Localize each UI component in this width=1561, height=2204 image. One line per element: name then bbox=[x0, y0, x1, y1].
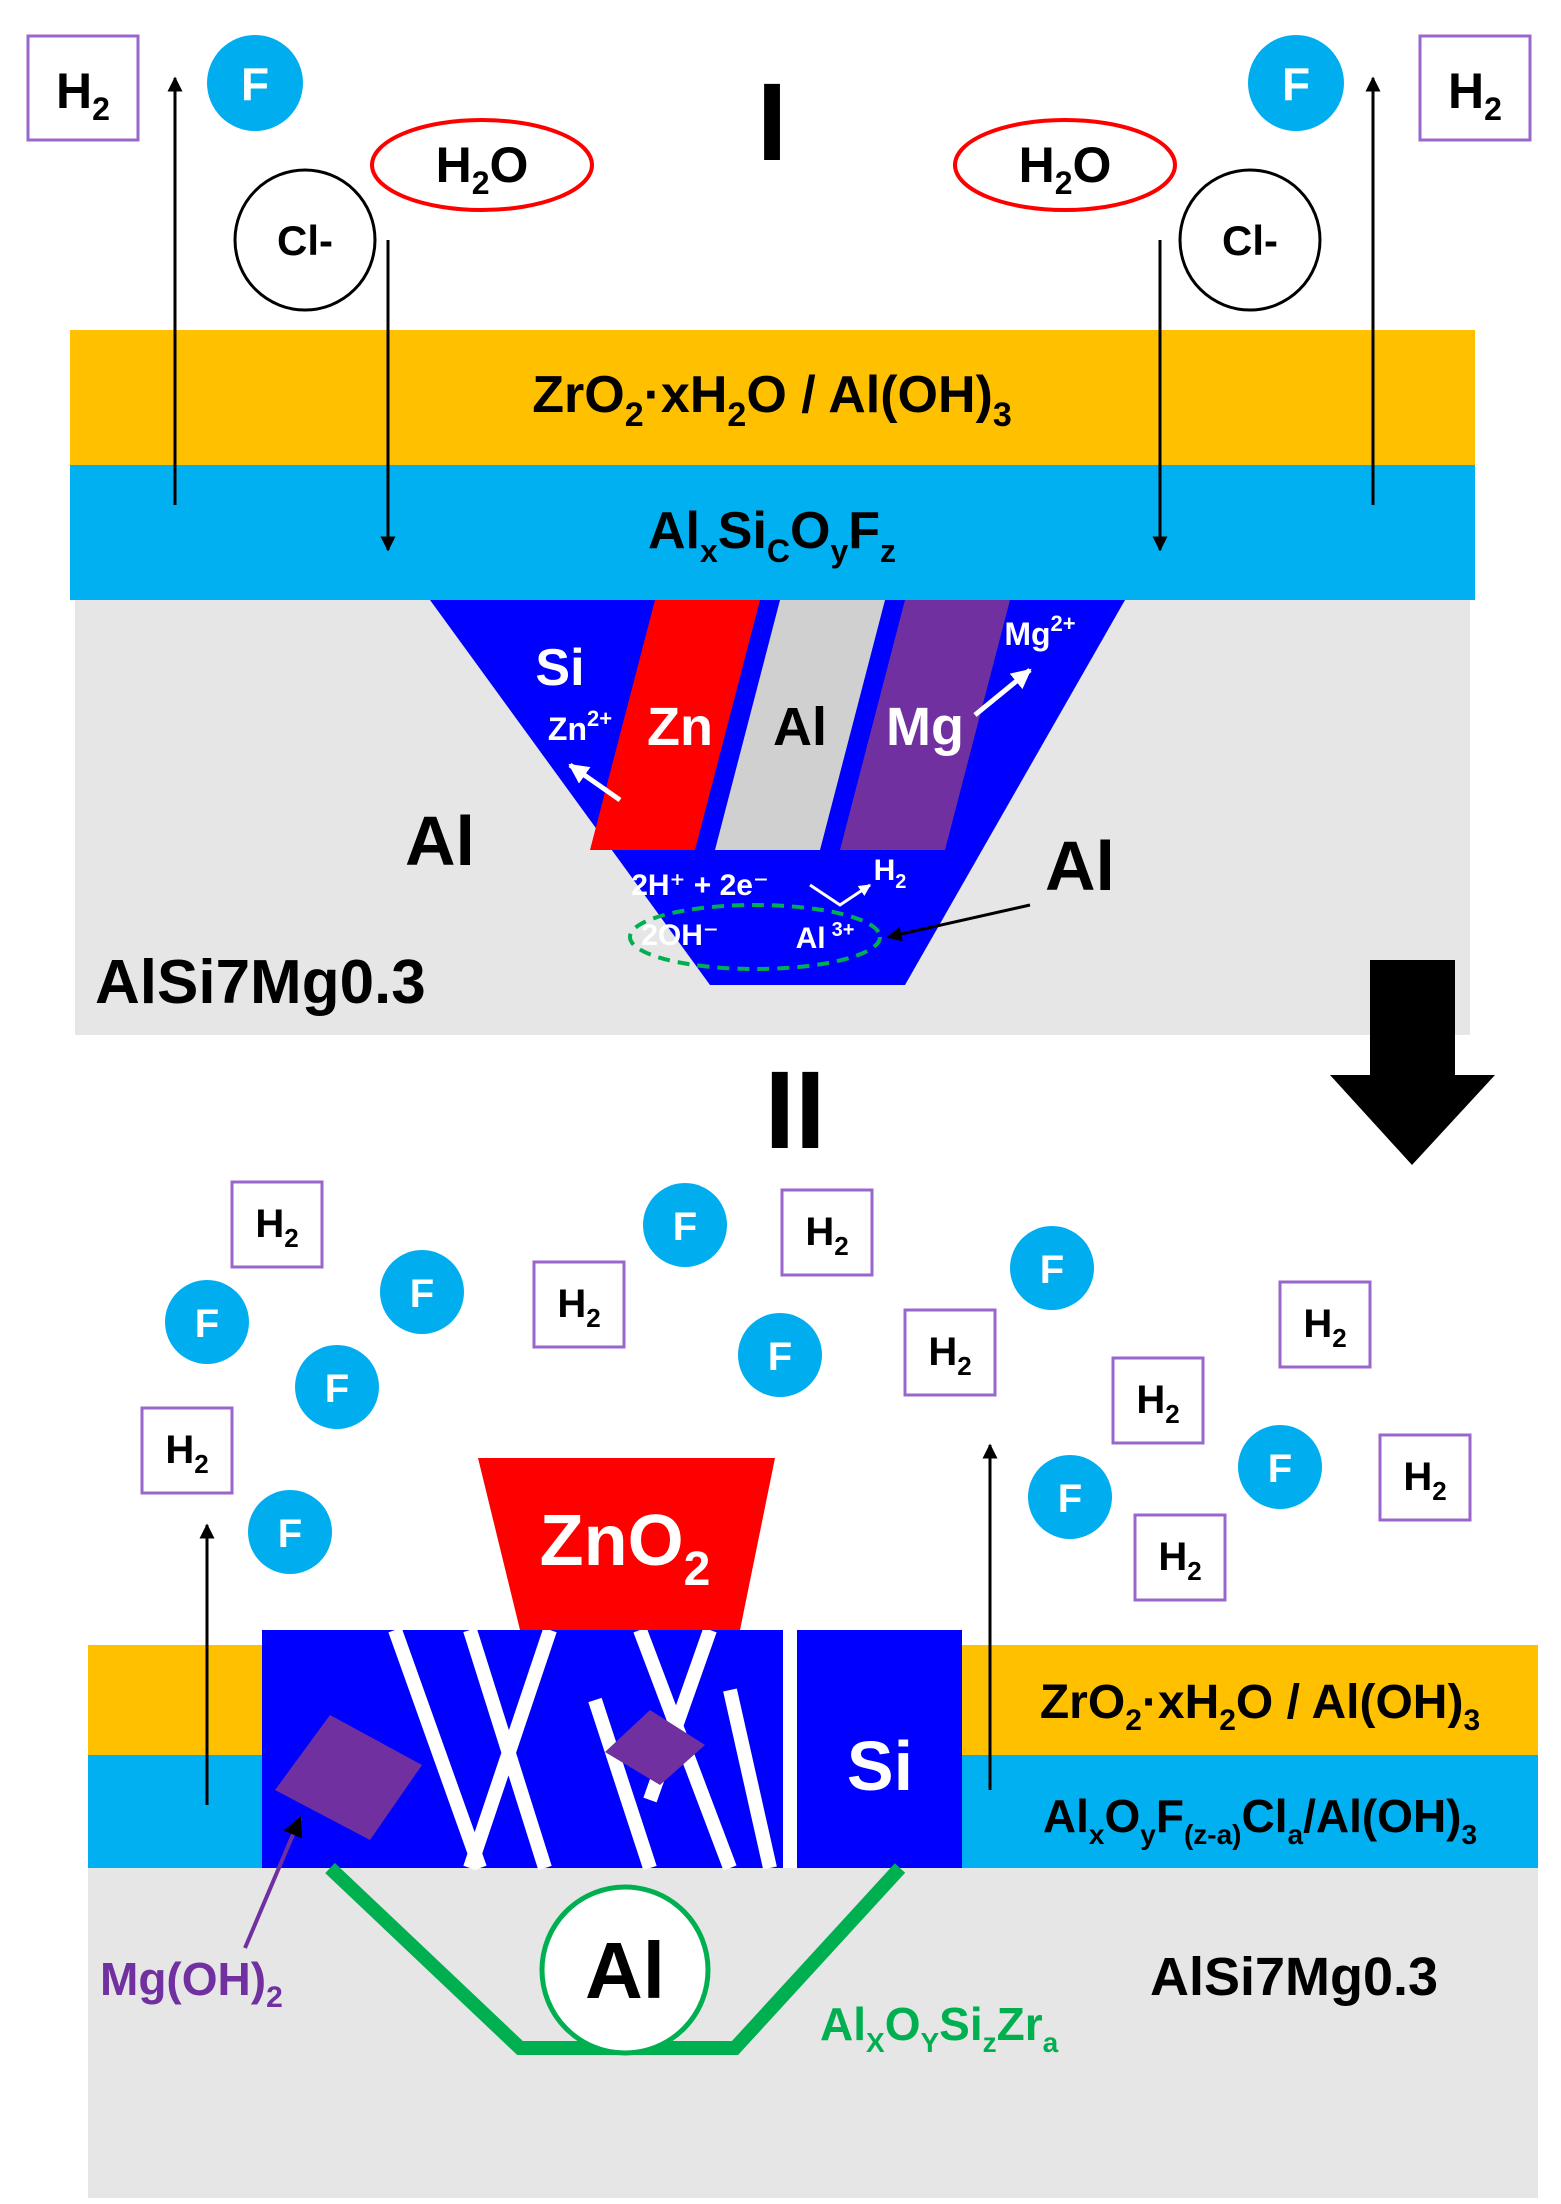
h2-box bbox=[1378, 1433, 1472, 1522]
h2-box bbox=[532, 1260, 626, 1349]
fluoride-ball bbox=[248, 1490, 332, 1574]
chloride-ring-top-left bbox=[233, 168, 377, 312]
fluoride-label: F bbox=[673, 1205, 697, 1249]
zn-phase-stripe bbox=[590, 600, 760, 850]
zn-ion-arrow bbox=[568, 762, 622, 803]
fluoride-ball bbox=[738, 1313, 822, 1397]
h2-label: H2 bbox=[928, 1330, 971, 1381]
h2-box bbox=[1133, 1513, 1227, 1602]
inner-layer-top bbox=[70, 465, 1475, 600]
cathodic-reaction-label: 2H⁺ + 2e⁻ bbox=[631, 869, 769, 902]
zno2-label: ZnO2 bbox=[540, 1501, 711, 1596]
panel-top: ZrO2·xH2O / Al(OH)3 AlxSiCOyFz I H2 H2 F… bbox=[26, 34, 1532, 1035]
fluoride-label: F bbox=[1058, 1477, 1082, 1521]
al-pointer-label: Al bbox=[1045, 827, 1115, 905]
fluoride-ball bbox=[165, 1280, 249, 1364]
chloride-label-top-left: Cl- bbox=[277, 217, 333, 264]
fluoride-ball bbox=[643, 1183, 727, 1267]
zn-label: Zn bbox=[647, 697, 713, 757]
mgoh2-label: Mg(OH)2 bbox=[100, 1953, 283, 2014]
fluoride-ball-top-left bbox=[207, 35, 303, 131]
h2o-ring-top-right bbox=[953, 118, 1177, 212]
fluoride-label: F bbox=[1040, 1248, 1064, 1292]
hydroxide-label: 2OH⁻ bbox=[641, 919, 719, 952]
h2-label: H2 bbox=[1303, 1302, 1346, 1353]
chloride-label-top-right: Cl- bbox=[1222, 217, 1278, 264]
h2-label: H2 bbox=[165, 1428, 208, 1479]
h2-label-top-left: H2 bbox=[56, 63, 110, 127]
h2-label: H2 bbox=[1403, 1455, 1446, 1506]
fluoride-ball bbox=[1238, 1425, 1322, 1509]
h2-box bbox=[1111, 1356, 1205, 1445]
h2o-label-top-right: H2O bbox=[1019, 137, 1112, 201]
zro2-layer-bottom-label: ZrO2·xH2O / Al(OH)3 bbox=[1040, 1676, 1480, 1737]
h2-box-top-right bbox=[1418, 34, 1532, 142]
fluoride-label: F bbox=[325, 1367, 349, 1411]
mg-label: Mg bbox=[886, 697, 964, 757]
si-block-label: Si bbox=[847, 1727, 913, 1805]
h2-label: H2 bbox=[557, 1282, 600, 1333]
h2-label-top-right: H2 bbox=[1448, 63, 1502, 127]
h2-box bbox=[780, 1188, 874, 1277]
alloy-label-top: AlSi7Mg0.3 bbox=[95, 948, 426, 1017]
mgoh2-pointer bbox=[243, 1816, 303, 1949]
fluoride-ball bbox=[1010, 1226, 1094, 1310]
zn-ion-label: Zn2+ bbox=[548, 706, 612, 747]
h2o-ring-top-left bbox=[370, 118, 594, 212]
fluoride-label-top-left: F bbox=[241, 58, 269, 110]
panel-bottom: II ZrO2·xH2O / Al(OH)3 AlxOyF(z-a)Cla/Al… bbox=[88, 1049, 1538, 2198]
mg-phase-stripe bbox=[840, 600, 1010, 850]
zro2-layer-top bbox=[70, 330, 1475, 465]
matrix-al-label: Al bbox=[405, 802, 475, 880]
zno2-particle bbox=[478, 1458, 775, 1630]
h2-label: H2 bbox=[805, 1210, 848, 1261]
fluoride-balls: F F F F F F F F F bbox=[165, 1183, 1322, 1574]
mgoh2-rhombus-right bbox=[605, 1710, 705, 1785]
mg-ion-label: Mg2+ bbox=[1004, 611, 1075, 652]
fluoride-label-top-right: F bbox=[1282, 58, 1310, 110]
fluoride-ball bbox=[1028, 1455, 1112, 1539]
panel-bottom-numeral: II bbox=[764, 1049, 825, 1172]
inner-layer-bottom-label: AlxOyF(z-a)Cla/Al(OH)3 bbox=[1043, 1790, 1477, 1850]
h2-box bbox=[903, 1308, 997, 1397]
h2-label: H2 bbox=[1136, 1378, 1179, 1429]
al-phase-label: Al bbox=[773, 697, 827, 757]
pit-si-label: Si bbox=[535, 639, 584, 697]
h2-box bbox=[1278, 1280, 1372, 1369]
al-core-label: Al bbox=[585, 1926, 665, 2015]
chloride-ring-top-right bbox=[1178, 168, 1322, 312]
fluoride-label: F bbox=[410, 1272, 434, 1316]
al-core-ring bbox=[539, 1884, 711, 2056]
mg-ion-arrow bbox=[973, 668, 1032, 717]
h2-label: H2 bbox=[255, 1202, 298, 1253]
mgoh2-rhombus-left bbox=[275, 1715, 422, 1840]
fluoride-label: F bbox=[278, 1512, 302, 1556]
al-pointer-arrow bbox=[886, 903, 1031, 942]
fluoride-label: F bbox=[768, 1335, 792, 1379]
fluoride-ball-top-right bbox=[1248, 35, 1344, 131]
panel-top-numeral: I bbox=[757, 61, 788, 184]
fluoride-ball bbox=[295, 1345, 379, 1429]
h2o-label-top-left: H2O bbox=[436, 137, 529, 201]
al-ion-dashed-ring bbox=[628, 903, 882, 971]
fluoride-ball bbox=[380, 1250, 464, 1334]
substrate-bottom bbox=[88, 1868, 1538, 2198]
fluoride-label: F bbox=[1268, 1447, 1292, 1491]
h2-label: H2 bbox=[1158, 1535, 1201, 1586]
oxide-shell-label: AlXOYSizZra bbox=[820, 1998, 1059, 2058]
h2-box bbox=[230, 1180, 324, 1269]
h2-box-top-left bbox=[26, 34, 140, 142]
al-phase-stripe bbox=[715, 600, 885, 850]
cathodic-h2-arrow bbox=[809, 883, 871, 907]
alloy-label-bottom: AlSi7Mg0.3 bbox=[1150, 1947, 1438, 2007]
down-arrow bbox=[1330, 960, 1495, 1165]
zro2-layer-top-label: ZrO2·xH2O / Al(OH)3 bbox=[532, 366, 1012, 434]
h2-box bbox=[140, 1406, 234, 1495]
cathodic-h2-label: H2 bbox=[874, 854, 907, 893]
inner-layer-top-label: AlxSiCOyFz bbox=[648, 502, 896, 569]
fluoride-label: F bbox=[195, 1302, 219, 1346]
